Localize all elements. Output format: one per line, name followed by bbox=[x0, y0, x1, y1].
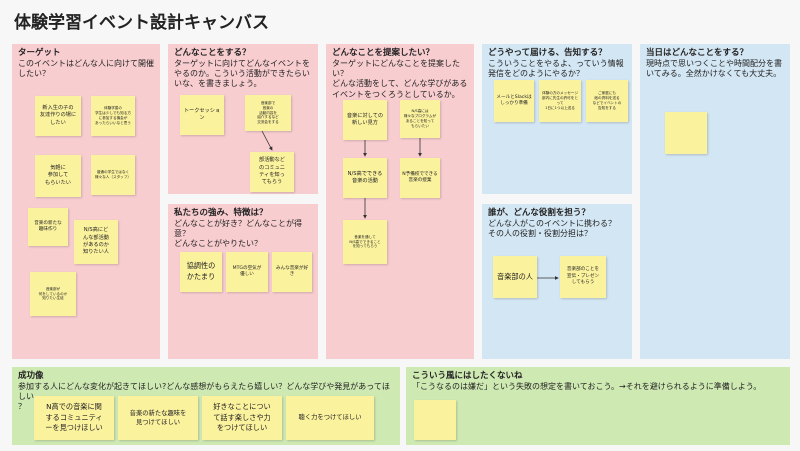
section-subtitle: 「こうなるのは嫌だ」という失敗の想定を書いておこう。→それを避けられるように準備… bbox=[412, 381, 762, 391]
sticky-note[interactable]: ご家庭にも 紙の資料を送る などでイベントの 告知をする bbox=[586, 80, 628, 122]
sticky-note[interactable]: みんな音楽が好き bbox=[272, 252, 312, 292]
section-title: 誰が、どんな役割を担う？ bbox=[488, 208, 590, 218]
sticky-note[interactable]: 音楽の新たな趣味を 見つけてほしい bbox=[118, 396, 198, 440]
sticky-note[interactable]: MTGの空気が 優しい bbox=[226, 252, 268, 292]
section-dayof[interactable]: 当日はどんなことをする？ 現時点で思いつくことや時間配分を書 いてみる。全然かけ… bbox=[640, 44, 790, 359]
sticky-note[interactable] bbox=[665, 112, 707, 154]
section-subtitle: 現時点で思いつくことや時間配分を書 いてみる。全然かけなくても大丈夫。 bbox=[646, 58, 782, 79]
section-subtitle: このイベントはどんな人に向けて開催 したい？ bbox=[18, 58, 154, 79]
section-title: こういう風にはしたくないね bbox=[412, 371, 523, 381]
section-title: ターゲット bbox=[18, 48, 61, 58]
section-title: どうやって届ける、告知する？ bbox=[488, 48, 607, 58]
sticky-note[interactable]: 普通の学生ではなく 様々な人（スタッフ） bbox=[91, 155, 135, 195]
section-subtitle: どんな人がこのイベントに携わる？ その人の役割・役割分担は？ bbox=[488, 218, 616, 239]
section-proposal[interactable]: どんなことを提案したい？ ターゲットにどんなことを提案したい？ どんな活動をして… bbox=[326, 44, 474, 359]
sticky-note[interactable]: 音楽部で 音楽の 活動内容を 紹介するなど 交流会をする bbox=[245, 95, 291, 131]
sticky-note[interactable]: N/S高には 様々なプログラムが あることを知って もらいたい bbox=[400, 100, 440, 138]
section-subtitle: どんなことが好き？どんなことが得意？ どんなことがやりたい？ bbox=[174, 218, 302, 249]
sticky-note[interactable]: 新入生の子の 友達作りの場に したい bbox=[35, 96, 81, 136]
sticky-note[interactable]: N/S高にど んな部活動 があるのか 知りたい人 bbox=[74, 220, 118, 264]
sticky-note[interactable]: 体験学習の 学生は少しでも知る方 に参加する機会が あったらいいなと思う bbox=[91, 96, 135, 136]
sticky-note[interactable]: 気軽に 参加して もらいたい bbox=[35, 155, 81, 197]
sticky-note[interactable]: N/S高でできる 音楽の活動 bbox=[343, 158, 387, 198]
section-subtitle: ターゲットに向けてどんなイベントを やるのか。こういう活動ができたらい いな、を… bbox=[174, 58, 310, 89]
sticky-note[interactable]: 音楽に対しての 新しい見方 bbox=[343, 100, 387, 140]
sticky-note[interactable]: トークセッション bbox=[180, 95, 224, 135]
sticky-note[interactable]: 音楽部の人 bbox=[493, 256, 537, 298]
sticky-note[interactable]: 音楽を通して N/S高でできること を知ってもらう bbox=[343, 220, 387, 264]
section-avoid[interactable]: こういう風にはしたくないね 「こうなるのは嫌だ」という失敗の想定を書いておこう。… bbox=[406, 367, 790, 445]
section-title: 成功像 bbox=[18, 371, 44, 381]
sticky-note[interactable]: メールとSlackは しっかり準備 bbox=[494, 80, 534, 122]
sticky-note[interactable]: N予備校でできる 音楽の授業 bbox=[400, 158, 440, 198]
sticky-note[interactable]: 音楽部のことを 宣伝・プレゼン してもらう bbox=[560, 256, 606, 298]
section-subtitle: 参加する人にどんな変化が起きてほしい?どんな感想がもらえたら嬉しい？どんな学びや… bbox=[18, 381, 390, 412]
sticky-note[interactable]: 音楽部が 何をしているのか 知りたい生徒 bbox=[30, 272, 76, 316]
section-title: 私たちの強み、特徴は？ bbox=[174, 208, 268, 218]
section-title: どんなことをする？ bbox=[174, 48, 251, 58]
sticky-note[interactable]: 聴く力をつけてほしい bbox=[286, 396, 374, 440]
sticky-note[interactable]: 音楽の新たな 趣味作り bbox=[28, 208, 68, 246]
sticky-note[interactable]: 部活動など のコミュニ ティを知っ てもらう bbox=[250, 152, 294, 192]
sticky-note[interactable]: N高での音楽に関 するコミュニティ ーを見つけほしい bbox=[34, 396, 114, 440]
section-title: 当日はどんなことをする？ bbox=[646, 48, 749, 58]
section-subtitle: ターゲットにどんなことを提案したい？ どんな活動をして、どんな学びがある イベン… bbox=[332, 58, 468, 99]
page-title: 体験学習イベント設計キャンバス bbox=[14, 13, 269, 33]
section-roles[interactable]: 誰が、どんな役割を担う？ どんな人がこのイベントに携わる？ その人の役割・役割分… bbox=[482, 204, 632, 359]
section-title: どんなことを提案したい？ bbox=[332, 48, 435, 58]
sticky-note[interactable]: 体験の方のメッセージ 部内に先生の許可をとって 1日に1つ以上送る bbox=[539, 80, 581, 122]
sticky-note[interactable]: 協調性の かたまり bbox=[180, 252, 222, 292]
sticky-note[interactable] bbox=[414, 400, 456, 440]
section-subtitle: こういうことをやるよ、っていう情報 発信をどのようにやるか？ bbox=[488, 58, 624, 79]
sticky-note[interactable]: 好きなことについ て話す楽しさや力 をつけてほしい bbox=[202, 396, 282, 440]
